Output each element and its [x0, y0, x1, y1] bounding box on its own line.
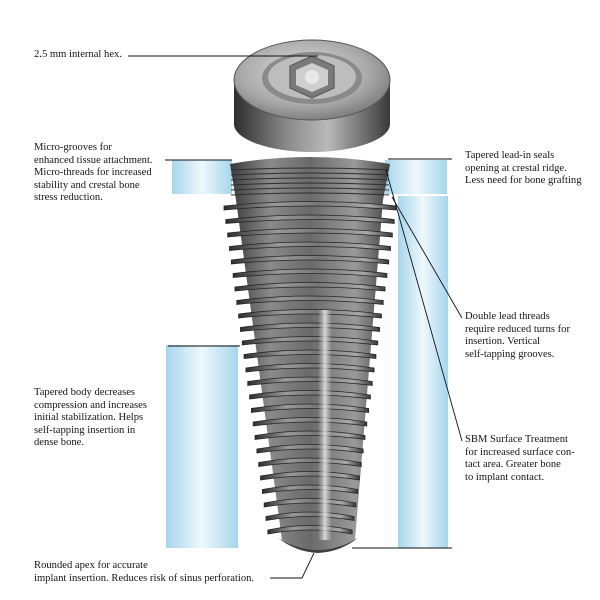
panel-right: [398, 196, 448, 548]
self-tapping-groove: [318, 310, 332, 540]
micro-thread: [230, 172, 390, 176]
label-tapered-lead-in: Tapered lead-in seals opening at crestal…: [465, 150, 582, 186]
thread-ridge: [258, 457, 362, 467]
thread-ridge: [227, 228, 393, 238]
panel-upper-left: [172, 160, 232, 194]
thread-ridge: [252, 417, 368, 427]
thread-ridge: [256, 444, 364, 454]
micro-thread: [230, 182, 390, 186]
thread-ridge: [230, 255, 390, 265]
thread-ridge: [236, 295, 384, 305]
thread-ridge: [250, 403, 370, 413]
leader-lines: [128, 55, 463, 579]
micro-thread: [230, 192, 390, 196]
label-rounded-apex: Rounded apex for accurate implant insert…: [34, 560, 255, 584]
thread-ridge: [247, 376, 373, 386]
hex-cap: [233, 39, 391, 152]
thread-ridge: [234, 282, 386, 292]
thread-ridge: [260, 471, 360, 481]
label-internal-hex: 2.5 mm internal hex.: [34, 49, 122, 60]
leader-apex: [270, 552, 315, 579]
micro-thread: [230, 177, 390, 181]
thread-ridge: [263, 498, 357, 508]
rounded-apex: [278, 538, 358, 553]
thread-ridge: [229, 241, 391, 251]
thread-ridge: [241, 336, 379, 346]
micro-thread: [230, 187, 390, 191]
thread-ridge: [232, 268, 388, 278]
micro-thread: [230, 167, 390, 171]
panel-left: [166, 345, 238, 548]
threads: [223, 167, 397, 535]
implant-body: [223, 157, 397, 553]
thread-ridge: [261, 484, 359, 494]
panel-upper-right: [385, 160, 447, 194]
thread-ridge: [243, 349, 377, 359]
thread-ridge: [249, 390, 371, 400]
thread-ridge: [240, 322, 380, 332]
thread-ridge: [238, 309, 382, 319]
label-double-lead-threads: Double lead threads require reduced turn…: [465, 311, 571, 360]
leader-double: [391, 196, 463, 319]
label-micro-grooves: Micro-grooves for enhanced tissue attach…: [34, 142, 153, 203]
label-tapered-body: Tapered body decreases compression and i…: [34, 387, 147, 448]
leader-sbm: [385, 169, 463, 442]
thread-ridge: [223, 201, 397, 211]
label-sbm-surface: SBM Surface Treatment for increased surf…: [465, 434, 575, 483]
thread-ridge: [245, 363, 375, 373]
thread-ridge: [254, 430, 366, 440]
thread-ridge: [225, 214, 395, 224]
